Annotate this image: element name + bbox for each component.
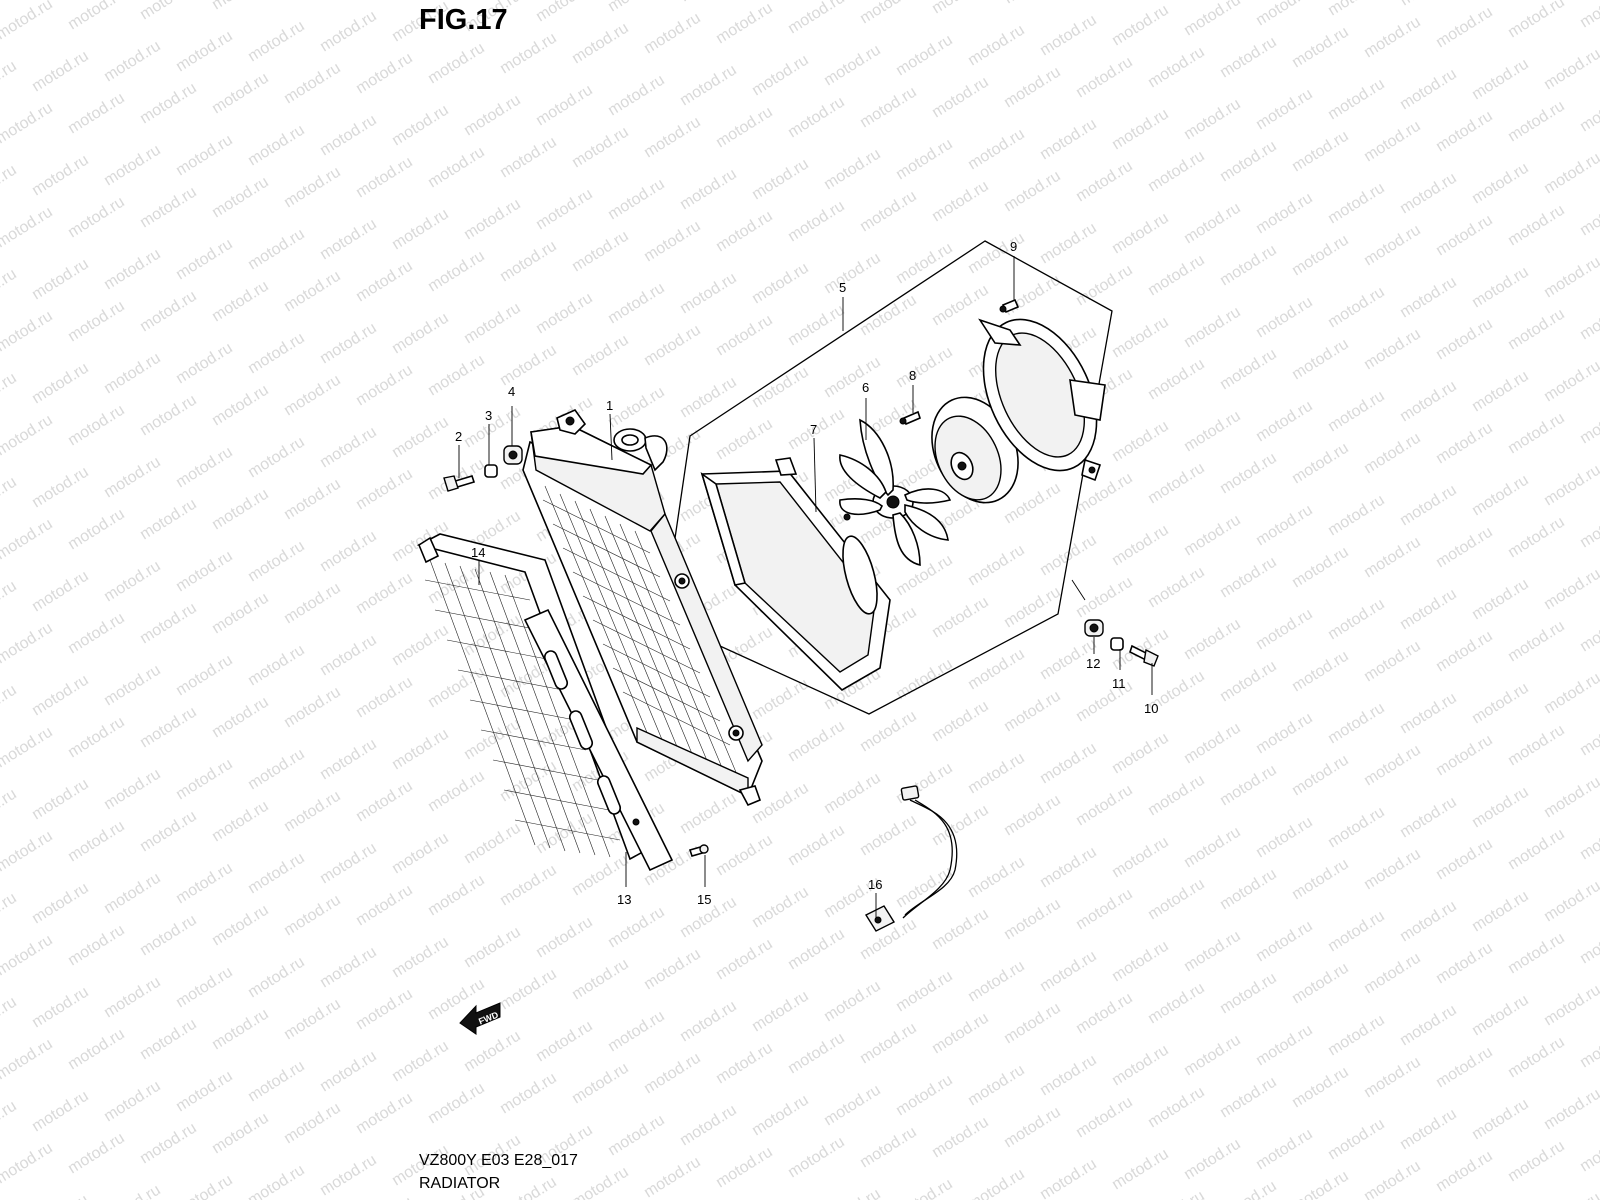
figure-title: FIG.17 <box>419 4 508 36</box>
callout-15: 15 <box>697 892 711 907</box>
callout-11: 11 <box>1112 676 1126 691</box>
fan-assembly-outline <box>662 240 1113 715</box>
fan-motor <box>931 396 1019 504</box>
fan-shroud <box>700 457 891 691</box>
grommet-4 <box>503 445 523 465</box>
leader-lines <box>458 256 1153 918</box>
bolt-2 <box>443 475 476 492</box>
motor-bracket <box>978 318 1106 482</box>
radiator-core <box>522 409 763 807</box>
screw-7 <box>843 513 851 521</box>
model-code: VZ800Y E03 E28_017 <box>419 1152 578 1169</box>
radiator-guard <box>416 533 674 872</box>
callout-3: 3 <box>485 408 492 423</box>
bolt-10 <box>1129 644 1159 667</box>
fan-blade <box>839 418 952 567</box>
callout-1: 1 <box>606 398 613 413</box>
callout-8: 8 <box>909 368 916 383</box>
callout-12: 12 <box>1086 656 1100 671</box>
callout-13: 13 <box>617 892 631 907</box>
fwd-arrow-icon: FWD <box>459 1002 501 1035</box>
callout-16: 16 <box>868 877 882 892</box>
callout-9: 9 <box>1010 239 1017 254</box>
callout-4: 4 <box>508 384 515 399</box>
collar-3 <box>484 464 498 478</box>
callout-2: 2 <box>455 429 462 444</box>
screw-8 <box>899 410 921 426</box>
screw-15 <box>688 844 709 857</box>
collar-11 <box>1110 637 1124 651</box>
grommet-12 <box>1084 619 1104 637</box>
screw-9 <box>999 298 1020 314</box>
thermo-switch <box>864 785 958 932</box>
figure-name: RADIATOR <box>419 1175 501 1192</box>
callout-6: 6 <box>862 380 869 395</box>
callout-5: 5 <box>839 280 846 295</box>
callout-14: 14 <box>471 545 485 560</box>
callout-7: 7 <box>810 422 817 437</box>
callout-labels: 1 2 3 4 5 6 7 8 9 10 11 12 13 14 15 16 <box>455 239 1158 907</box>
callout-10: 10 <box>1144 701 1158 716</box>
